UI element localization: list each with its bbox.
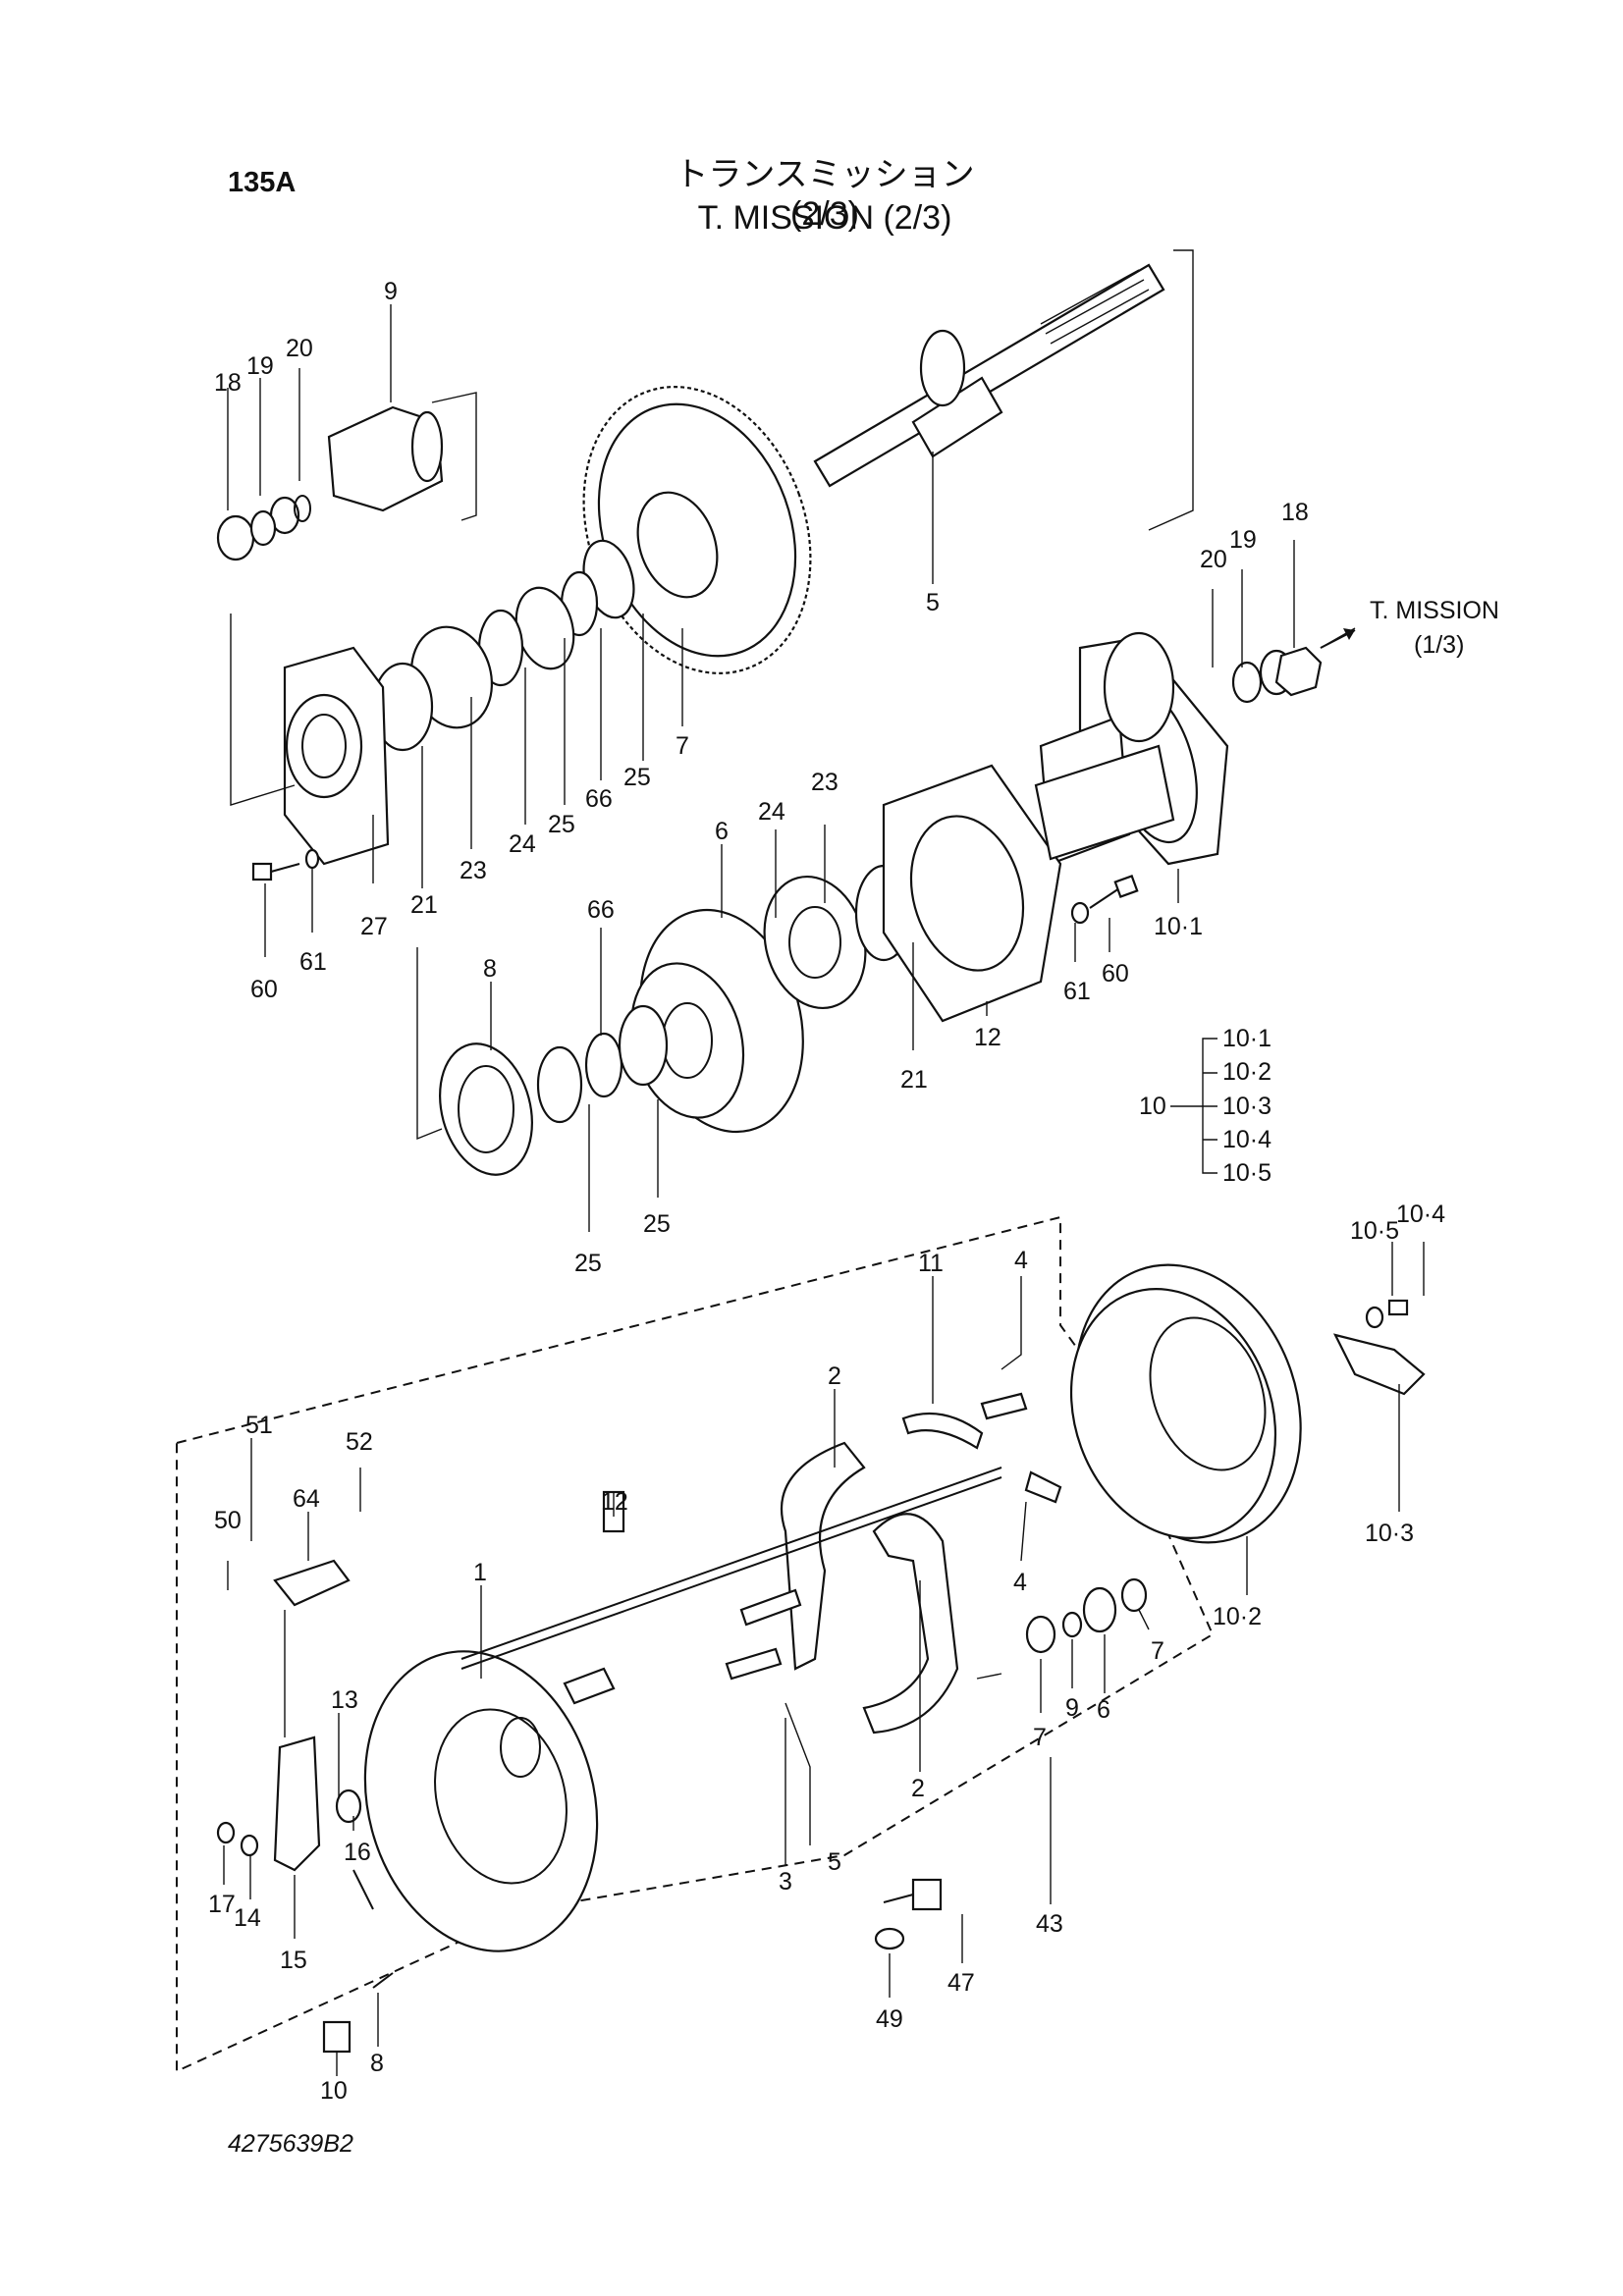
callout-12: 12 [974, 1024, 1001, 1051]
callout-25: 25 [574, 1250, 602, 1277]
group-10-parent: 10 [1139, 1093, 1166, 1120]
callout-14: 14 [234, 1904, 261, 1932]
callout-2: 2 [828, 1362, 841, 1390]
callout-1: 1 [473, 1559, 487, 1586]
middle-gear-assembly [629, 631, 1175, 1134]
callout-10-3: 10·3 [1365, 1520, 1414, 1547]
callout-20: 20 [286, 335, 313, 362]
group-10-breakdown: 10 10·1 10·2 10·3 10·4 10·5 [1139, 1025, 1271, 1187]
callout-20: 20 [1200, 546, 1227, 573]
callout-4: 4 [1014, 1247, 1028, 1274]
page-code: 135A [228, 167, 297, 198]
brake-shoes-part [781, 1441, 959, 1735]
callout-17: 17 [208, 1891, 236, 1918]
callout-3: 3 [779, 1868, 792, 1896]
callout-23: 23 [811, 769, 839, 796]
callout-10-2: 10·2 [1213, 1603, 1262, 1630]
callout-18: 18 [1281, 499, 1309, 526]
callout-52: 52 [346, 1428, 373, 1456]
callout-13: 13 [331, 1686, 358, 1714]
assembly-dashed-outline [176, 1215, 1215, 2073]
bearing-stack-top [283, 539, 635, 866]
callout-25: 25 [623, 764, 651, 791]
lower-stack-top [439, 874, 1139, 1176]
callout-49: 49 [876, 2005, 903, 2033]
callout-60: 60 [1102, 960, 1129, 988]
callout-25: 25 [643, 1210, 671, 1238]
callout-7: 7 [1151, 1637, 1164, 1665]
callout-2: 2 [911, 1775, 925, 1802]
callout-24: 24 [509, 830, 536, 858]
callout-7: 7 [676, 732, 689, 760]
group-10-bracket [1170, 1038, 1217, 1174]
callout-27: 27 [360, 913, 388, 940]
callout-10-1: 10·1 [1154, 913, 1203, 940]
callout-66: 66 [587, 896, 615, 924]
group-10-child-4: 10·4 [1222, 1126, 1271, 1153]
callout-50: 50 [214, 1507, 242, 1534]
callout-10: 10 [320, 2077, 348, 2105]
callout-60: 60 [250, 976, 278, 1003]
callout-66: 66 [585, 785, 613, 813]
group-10-child-1: 10·1 [1222, 1025, 1271, 1052]
callout-21: 21 [410, 891, 438, 919]
callout-5: 5 [828, 1848, 841, 1876]
callout-6: 6 [715, 818, 729, 845]
adjuster-parts [216, 1559, 943, 2054]
title-japanese: トランスミッション (2/3) [675, 156, 975, 233]
callout-25: 25 [548, 811, 575, 838]
callout-23: 23 [460, 857, 487, 884]
callout-9: 9 [1065, 1694, 1079, 1722]
callout-43: 43 [1036, 1910, 1063, 1938]
group-10-child-5: 10·5 [1222, 1159, 1271, 1187]
group-10-child-2: 10·2 [1222, 1058, 1271, 1086]
flange-yoke-part [216, 405, 444, 561]
callout-19: 19 [1229, 526, 1257, 554]
callout-11: 11 [918, 1250, 944, 1277]
callout-6: 6 [1097, 1696, 1110, 1724]
callout-61: 61 [299, 948, 327, 976]
callout-47: 47 [947, 1969, 975, 1997]
reference-sub: (1/3) [1414, 631, 1464, 659]
callout-10-5: 10·5 [1350, 1217, 1399, 1245]
callout-19: 19 [246, 352, 274, 380]
document-number: 4275639B2 [228, 2130, 353, 2158]
callout-7: 7 [1033, 1724, 1047, 1751]
reference-arrow: T. MISSION (1/3) [1320, 597, 1499, 659]
reference-label: T. MISSION [1370, 597, 1499, 624]
main-shaft-part [813, 263, 1165, 488]
back-plate-part [363, 1650, 599, 1952]
callout-labels: 9 18 19 20 5 7 25 66 25 24 23 21 27 61 6… [208, 278, 1445, 2105]
large-gear-part [582, 386, 812, 674]
callout-61: 61 [1063, 978, 1091, 1005]
brake-drum-part [1069, 1263, 1302, 1544]
callout-15: 15 [280, 1947, 307, 1974]
callout-24: 24 [758, 798, 785, 826]
callout-5: 5 [926, 589, 940, 616]
leader-lines-bottom [223, 1242, 1425, 2076]
callout-21: 21 [900, 1066, 928, 1094]
callout-8: 8 [370, 2050, 384, 2077]
group-10-child-3: 10·3 [1222, 1093, 1271, 1120]
right-small-parts [901, 1299, 1426, 1654]
callout-18: 18 [214, 369, 242, 397]
callout-12: 12 [601, 1488, 628, 1516]
callout-16: 16 [344, 1839, 371, 1866]
bolt-left-top [251, 848, 320, 881]
leader-lines-top [227, 249, 1356, 1232]
callout-4: 4 [1013, 1569, 1027, 1596]
callout-9: 9 [384, 278, 398, 305]
callout-51: 51 [245, 1412, 273, 1439]
callout-64: 64 [293, 1485, 320, 1513]
callout-10-4: 10·4 [1396, 1201, 1445, 1228]
callout-8: 8 [483, 955, 497, 983]
title-english: T. MISSION (2/3) [697, 199, 952, 237]
